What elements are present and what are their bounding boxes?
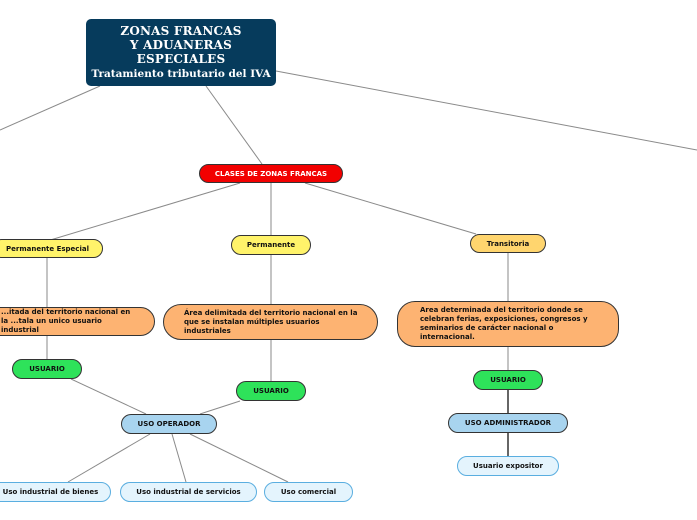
uso-comercial-node[interactable]: Uso comercial bbox=[264, 482, 353, 502]
root-title-line-2: Y ADUANERAS bbox=[129, 38, 233, 52]
permanente-especial-node[interactable]: Permanente Especial bbox=[0, 239, 103, 258]
root-topic[interactable]: ZONAS FRANCAS Y ADUANERAS ESPECIALES Tra… bbox=[86, 19, 276, 86]
link-usuario2-operador bbox=[199, 400, 241, 415]
link-root-classes bbox=[205, 85, 263, 165]
link-usuario1-operador bbox=[70, 378, 147, 415]
permanente-especial-description[interactable]: ...itada del territorio nacional en la .… bbox=[0, 307, 155, 336]
root-title-line-1: ZONAS FRANCAS bbox=[120, 24, 242, 38]
usuario-expositor-node[interactable]: Usuario expositor bbox=[457, 456, 559, 476]
uso-industrial-servicios-node[interactable]: Uso industrial de servicios bbox=[120, 482, 257, 502]
transitoria-node[interactable]: Transitoria bbox=[470, 234, 546, 253]
link-classes-permanente-especial bbox=[46, 182, 241, 242]
link-root-offscreen-right bbox=[275, 70, 697, 151]
link-operador-bienes bbox=[67, 433, 151, 483]
root-title-line-3: ESPECIALES bbox=[136, 52, 226, 66]
usuario-node-permanente[interactable]: USUARIO bbox=[236, 381, 306, 401]
root-subtitle: Tratamiento tributario del IVA bbox=[91, 68, 271, 80]
transitoria-description[interactable]: Area determinada del territorio donde se… bbox=[397, 301, 619, 347]
permanente-node[interactable]: Permanente bbox=[231, 235, 311, 255]
permanente-description[interactable]: Área delimitada del territorio nacional … bbox=[163, 304, 378, 340]
link-classes-transitoria bbox=[304, 182, 477, 235]
link-operador-comercial bbox=[189, 433, 289, 483]
uso-administrador-node[interactable]: USO ADMINISTRADOR bbox=[448, 413, 568, 433]
uso-operador-node[interactable]: USO OPERADOR bbox=[121, 414, 217, 434]
usuario-node-permanente-especial[interactable]: USUARIO bbox=[12, 359, 82, 379]
link-operador-servicios bbox=[171, 433, 187, 483]
classes-node[interactable]: CLASES DE ZONAS FRANCAS bbox=[199, 164, 343, 183]
uso-industrial-bienes-node[interactable]: Uso industrial de bienes bbox=[0, 482, 111, 502]
link-root-offscreen-left bbox=[0, 85, 101, 131]
usuario-node-transitoria[interactable]: USUARIO bbox=[473, 370, 543, 390]
